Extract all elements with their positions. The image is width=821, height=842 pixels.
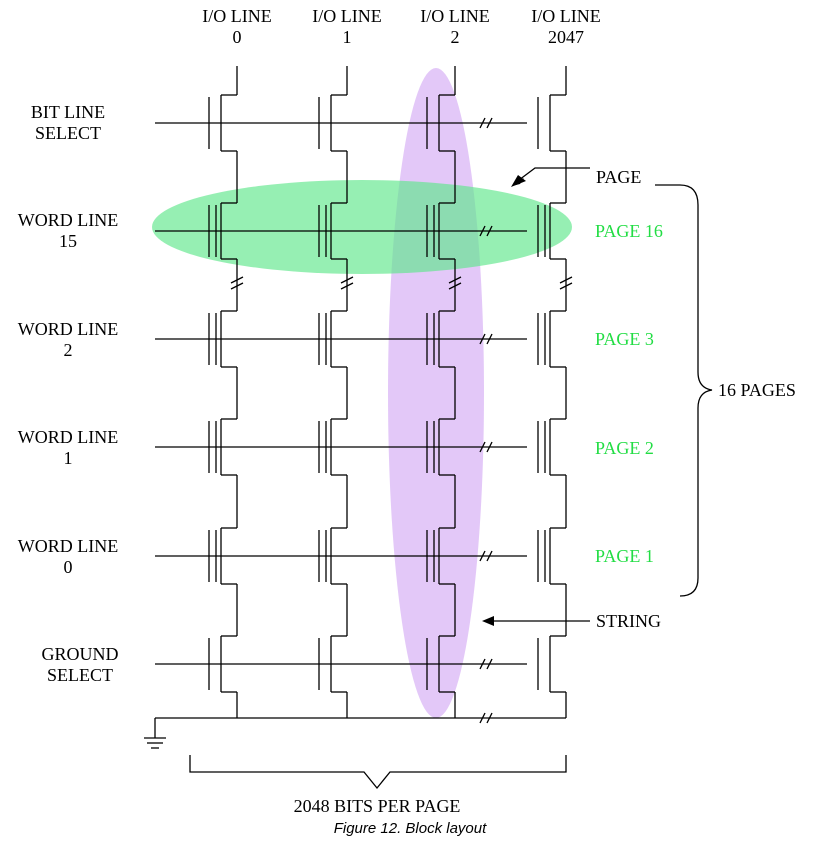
string-annotation: STRING — [596, 611, 661, 631]
string-pointer — [482, 616, 590, 626]
word-line-2-number: 2 — [64, 340, 73, 360]
page-pointer — [511, 167, 590, 187]
bit-line-select-label-2: SELECT — [35, 123, 101, 143]
page-1-label: PAGE 1 — [595, 546, 654, 566]
io-line-0-number: 0 — [233, 27, 242, 47]
page-annotation: PAGE — [596, 167, 641, 187]
page-highlight — [152, 180, 572, 274]
bit-line-select-label: BIT LINE — [31, 102, 105, 122]
gate-lines — [155, 122, 527, 665]
bit-lines — [236, 66, 567, 718]
string-highlight — [388, 68, 484, 718]
sixteen-pages-label: 16 PAGES — [718, 380, 796, 400]
word-line-2-label: WORD LINE — [18, 319, 118, 339]
break-mark-word-line-2 — [479, 333, 493, 345]
word-line-0-number: 0 — [64, 557, 73, 577]
ground-select-label: GROUND — [41, 644, 118, 664]
word-line-15-number: 15 — [59, 231, 77, 251]
page-3-label: PAGE 3 — [595, 329, 654, 349]
word-line-15-label: WORD LINE — [18, 210, 118, 230]
break-mark-word-line-1 — [479, 441, 493, 453]
ground-symbol — [144, 717, 566, 749]
io-line-2-label: I/O LINE — [420, 6, 489, 26]
sixteen-pages-brace — [679, 184, 713, 597]
io-line-2-number: 2 — [451, 27, 460, 47]
io-line-1-number: 1 — [343, 27, 352, 47]
page-2-label: PAGE 2 — [595, 438, 654, 458]
word-line-0-label: WORD LINE — [18, 536, 118, 556]
io-line-2047-number: 2047 — [548, 27, 584, 47]
break-mark-word-line-0 — [479, 550, 493, 562]
bits-per-page-brace — [189, 755, 567, 790]
break-mark-string-0 — [230, 276, 244, 290]
io-line-1-label: I/O LINE — [312, 6, 381, 26]
word-line-1-label: WORD LINE — [18, 427, 118, 447]
page-16-label: PAGE 16 — [595, 221, 663, 241]
break-mark-string-3 — [559, 276, 573, 290]
break-mark-string-2 — [448, 276, 462, 290]
io-line-0-label: I/O LINE — [202, 6, 271, 26]
break-mark-bit-line-select — [479, 117, 493, 129]
break-marks — [230, 117, 573, 724]
figure-caption: Figure 12. Block layout — [334, 820, 487, 837]
io-line-2047-label: I/O LINE — [531, 6, 600, 26]
break-mark-ground-select — [479, 658, 493, 670]
break-mark-word-line-15 — [479, 225, 493, 237]
bits-per-page-label: 2048 BITS PER PAGE — [294, 796, 461, 816]
break-mark-string-1 — [340, 276, 354, 290]
word-line-1-number: 1 — [64, 448, 73, 468]
ground-select-label-2: SELECT — [47, 665, 113, 685]
